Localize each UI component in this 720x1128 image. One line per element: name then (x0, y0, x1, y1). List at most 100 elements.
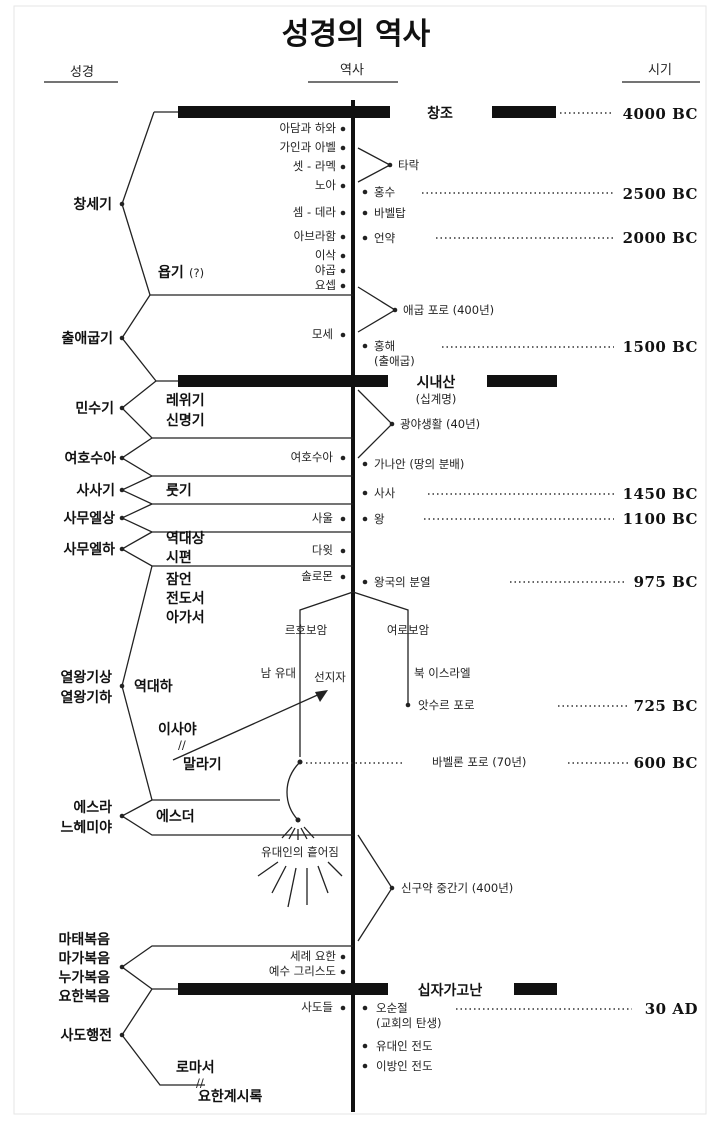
book-psalms: 시편 (166, 549, 192, 566)
event-north: 북 이스라엘 (414, 666, 471, 680)
book-numbers: 민수기 (75, 400, 114, 417)
intertestament-chevron (357, 834, 393, 942)
event-fall: 타락 (398, 158, 420, 172)
event-wilderness: 광야생활 (40년) (400, 417, 480, 431)
era-creation: 창조 (427, 105, 453, 122)
event-pentecost-2: (교회의 탄생) (376, 1016, 442, 1030)
event-jeroboam: 여로보암 (387, 623, 430, 637)
book-song: 아가서 (166, 609, 205, 626)
event-king: 왕 (374, 512, 385, 526)
book-ruth: 룻기 (166, 483, 192, 499)
book-samuel2: 사무엘하 (63, 541, 115, 558)
event-canaan: 가나안 (땅의 분배) (374, 457, 464, 471)
book-luke: 누가복음 (58, 970, 110, 986)
event-rehoboam: 르호보암 (285, 623, 328, 637)
event-gentiles: 이방인 전도 (376, 1059, 433, 1073)
era-sinai-sub: (십계명) (416, 392, 457, 406)
era-cross: 십자가고난 (418, 982, 483, 999)
book-leviticus: 레위기 (166, 393, 205, 409)
event-prophets: 선지자 (314, 670, 346, 684)
date-30ad: 30 AD (645, 1000, 698, 1018)
era-bar-sinai-right (487, 375, 557, 387)
event-redsea-2: (출애굽) (374, 354, 415, 368)
book-samuel1: 사무엘상 (63, 511, 115, 527)
event-division: 왕국의 분열 (374, 575, 431, 589)
event-egypt: 애굽 포로 (400년) (403, 303, 494, 317)
event-shem: 셈 - 데라 (293, 205, 337, 219)
wilderness-chevron (357, 389, 393, 459)
event-john-baptist: 세례 요한 (290, 949, 336, 963)
acts-connector (121, 988, 205, 1086)
date-1450bc: 1450 BC (623, 485, 698, 503)
book-kings1: 열왕기상 (60, 669, 112, 686)
event-babel: 바벨탑 (374, 206, 406, 220)
era-bar-creation-right (492, 106, 556, 118)
date-leaders (306, 112, 632, 1010)
event-diaspora: 유대인의 흩어짐 (261, 845, 339, 859)
event-apostles: 사도들 (301, 1000, 333, 1014)
event-saul: 사울 (312, 511, 333, 525)
date-1100bc: 1100 BC (623, 510, 698, 528)
exile-curve (286, 761, 301, 821)
samuel2-connector (120, 531, 353, 567)
event-jacob: 야곱 (315, 263, 336, 277)
genesis-connector (121, 111, 353, 296)
header-time: 시기 (648, 63, 672, 78)
south-branch (299, 591, 354, 757)
book-ezra: 에스라 (73, 800, 112, 816)
date-725bc: 725 BC (634, 697, 698, 715)
event-pentecost-1: 오순절 (376, 1001, 408, 1015)
event-moses: 모세 (312, 327, 333, 341)
frame (13, 5, 707, 1115)
book-chronicles1: 역대상 (166, 530, 205, 547)
book-proverbs: 잠언 (166, 571, 192, 588)
prophets-arrow-line (172, 692, 323, 761)
book-matthew: 마태복음 (58, 932, 110, 948)
event-redsea-1: 홍해 (374, 339, 395, 353)
era-bar-cross-left (178, 983, 388, 995)
event-flood: 홍수 (374, 185, 395, 199)
book-judges: 사사기 (76, 483, 115, 499)
event-assyria: 앗수르 포로 (418, 698, 475, 712)
event-south: 남 유대 (261, 666, 296, 680)
book-job: 욥기 (158, 264, 184, 281)
header-books: 성경 (70, 65, 94, 80)
book-joshua: 여호수아 (64, 450, 116, 467)
egypt-chevron (357, 286, 397, 333)
left-events: 아담과 하와 가인과 아벨 셋 - 라멕 노아 셈 - 데라 아브라함 이삭 야… (269, 121, 346, 1014)
date-975bc: 975 BC (634, 573, 698, 591)
book-mark: 마가복음 (58, 951, 110, 967)
samuel1-connector (120, 503, 353, 533)
book-acts: 사도행전 (60, 1027, 112, 1044)
exodus-connector (121, 294, 178, 382)
book-john: 요한복음 (58, 989, 110, 1005)
event-noah: 노아 (315, 178, 337, 192)
break-romans-revelation: // (196, 1076, 204, 1090)
break-isaiah-malachi: // (178, 738, 186, 752)
event-david: 다윗 (312, 543, 333, 557)
ezra-connector (121, 799, 353, 836)
date-4000bc: 4000 BC (623, 105, 698, 123)
joshua-connector (120, 437, 353, 477)
diaspora-rays (257, 826, 343, 908)
event-babylon: 바벨론 포로 (70년) (432, 755, 526, 769)
book-revelation: 요한계시록 (198, 1089, 263, 1105)
date-600bc: 600 BC (634, 754, 698, 772)
event-joshua: 여호수아 (291, 450, 334, 464)
event-adam: 아담과 하와 (279, 121, 336, 135)
dates: 4000 BC 2500 BC 2000 BC 1500 BC 1450 BC … (623, 105, 698, 1018)
era-sinai: 시내산 (417, 374, 456, 391)
right-events: 타락 홍수 바벨탑 언약 애굽 포로 (400년) 홍해 (출애굽) 광야생활 … (172, 147, 526, 1073)
event-covenant: 언약 (374, 231, 396, 245)
book-nehemiah: 느헤미야 (60, 819, 112, 836)
era-bar-creation-left (178, 106, 390, 118)
event-cain: 가인과 아벨 (279, 140, 336, 154)
date-2000bc: 2000 BC (623, 229, 698, 247)
event-solomon: 솔로몬 (301, 569, 333, 583)
book-esther: 에스더 (156, 809, 195, 825)
north-branch (352, 591, 409, 705)
book-exodus: 출애굽기 (61, 330, 113, 347)
event-intertestament: 신구약 중간기 (400년) (401, 881, 513, 895)
date-1500bc: 1500 BC (623, 338, 698, 356)
